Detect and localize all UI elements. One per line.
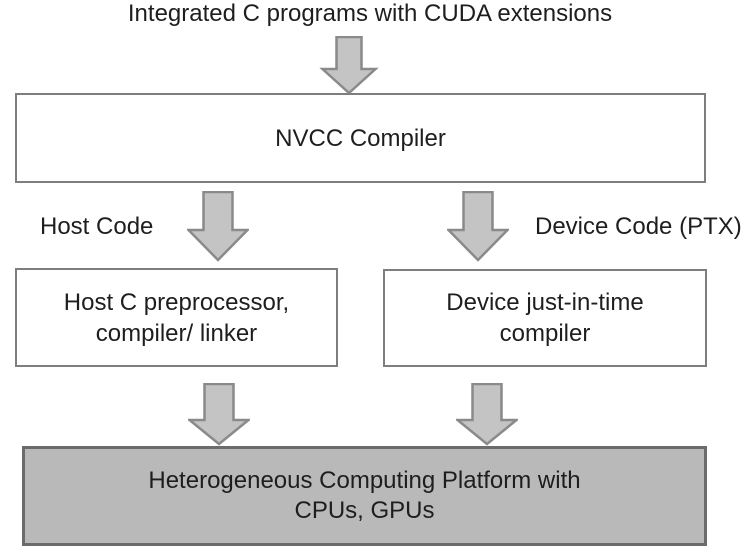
platform-box: Heterogeneous Computing Platform with CP…: [22, 446, 707, 546]
host-compiler-line2: compiler/ linker: [95, 319, 258, 347]
arrow-device-to-platform-icon: [456, 383, 518, 446]
nvcc-compiler-label: NVCC Compiler: [275, 124, 446, 152]
platform-line2: CPUs, GPUs: [294, 497, 435, 524]
arrow-host-to-platform-icon: [188, 383, 250, 446]
arrow-host-branch-icon: [187, 191, 249, 262]
platform-line1: Heterogeneous Computing Platform with: [148, 467, 581, 494]
host-compiler-line1: Host C preprocessor,: [63, 288, 290, 316]
device-jit-line1: Device just-in-time: [446, 289, 644, 316]
device-jit-line2: compiler: [499, 320, 591, 347]
diagram-title: Integrated C programs with CUDA extensio…: [127, 0, 613, 27]
device-code-label: Device Code (PTX): [535, 213, 742, 240]
device-jit-box: Device just-in-time compiler: [383, 269, 707, 367]
host-compiler-box: Host C preprocessor, compiler/ linker: [15, 268, 338, 367]
host-code-label: Host Code: [40, 213, 154, 240]
arrow-to-nvcc-icon: [319, 36, 379, 95]
arrow-device-branch-icon: [447, 191, 509, 262]
nvcc-compiler-box: NVCC Compiler: [15, 93, 706, 183]
